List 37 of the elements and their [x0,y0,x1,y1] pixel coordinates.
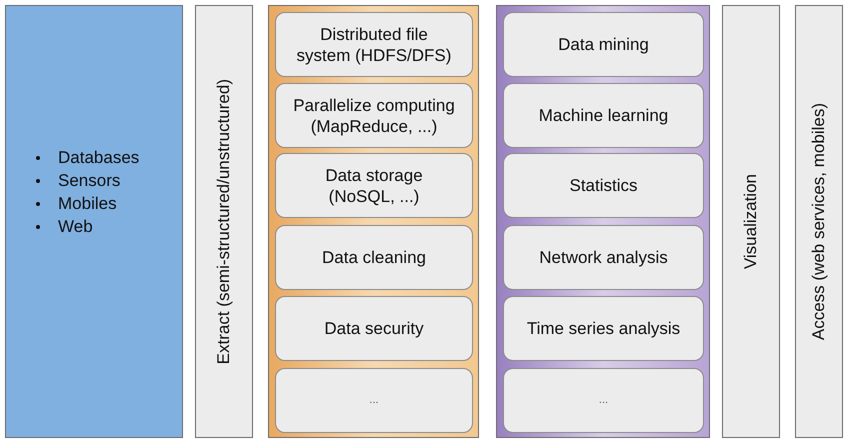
ellipsis-text: ... [369,393,379,408]
layer-item-box [503,12,704,77]
item-text: Time series analysis [526,318,680,339]
layer-item-box [275,368,473,433]
layer-item-box [275,296,473,361]
analytics-panel [496,5,710,438]
layer-item-box [503,296,704,361]
item-text: Network analysis [539,247,668,268]
layer-item-box [503,153,704,218]
item-text: Parallelize computing (MapReduce, ...) [292,94,456,136]
layer-item-box [503,83,704,148]
layer-item-box [275,153,473,218]
item-text: Data cleaning [322,247,426,268]
layer-panel [722,5,780,438]
bullet-item: Web [36,215,140,238]
item-text: Statistics [569,175,638,196]
layer-item-box [275,225,473,290]
layer-item-box [275,83,473,148]
layer-item-box [275,12,473,77]
item-text: Data mining [558,34,649,55]
layer-label: Access (web services, mobiles) [809,102,829,340]
layer-label: Extract (semi-structured/unstructured) [214,78,234,364]
item-text: Data security [324,318,424,339]
bullet-item: Databases [36,146,140,169]
layer-label: Visualization [741,174,761,270]
layer-panel [795,5,843,438]
bullet-item: Mobiles [36,192,140,215]
layer-item-box [503,368,704,433]
item-text: Machine learning [538,105,668,126]
storage-panel [268,5,479,438]
layer-item-box [503,225,704,290]
bullet-item: Sensors [36,169,140,192]
item-text: Data storage (NoSQL, ...) [324,164,424,206]
ellipsis-text: ... [598,393,608,408]
layer-panel [195,5,253,438]
source-panel [5,5,183,438]
item-text: Distributed file system (HDFS/DFS) [296,24,452,66]
